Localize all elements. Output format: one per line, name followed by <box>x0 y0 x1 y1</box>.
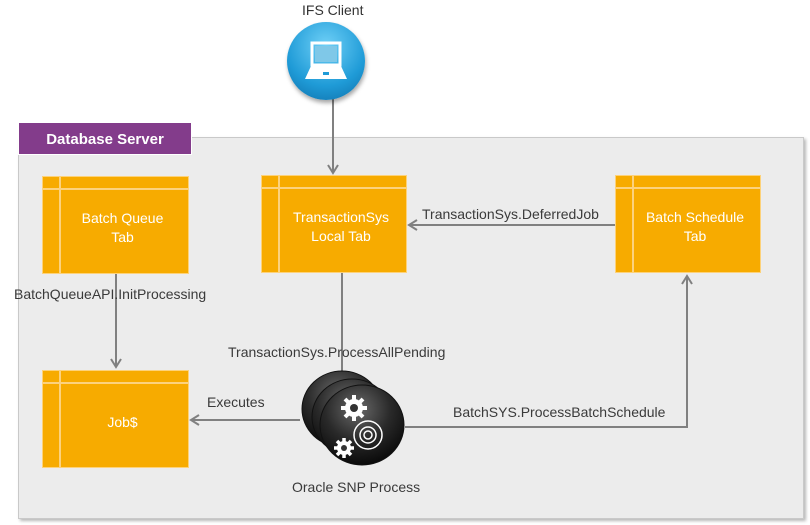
job-tab-label: Job$ <box>107 413 138 430</box>
gears-icon <box>301 370 405 466</box>
snp-process-node[interactable] <box>298 367 408 475</box>
label-deferred-job: TransactionSys.DeferredJob <box>422 206 599 222</box>
transaction-local-tab-label: TransactionSys Local Tab <box>293 209 389 244</box>
snp-process-label: Oracle SNP Process <box>292 479 421 495</box>
transaction-local-tab[interactable]: TransactionSys Local Tab <box>261 175 407 273</box>
label-init-processing: BatchQueueAPI.InitProcessing <box>14 286 207 302</box>
batch-queue-tab-label: Batch Queue Tab <box>81 210 164 245</box>
client-label: IFS Client <box>302 2 364 18</box>
label-executes: Executes <box>207 394 265 410</box>
batch-schedule-tab[interactable]: Batch Schedule Tab <box>615 175 761 273</box>
label-process-all-pending: TransactionSys.ProcessAllPending <box>228 344 446 360</box>
job-tab[interactable]: Job$ <box>42 370 189 468</box>
laptop-icon <box>305 41 347 79</box>
label-process-batch-schedule: BatchSYS.ProcessBatchSchedule <box>453 404 666 420</box>
client-node[interactable] <box>287 22 365 100</box>
batch-schedule-tab-label: Batch Schedule Tab <box>645 209 745 244</box>
database-server-label: Database Server <box>18 122 192 155</box>
batch-queue-tab[interactable]: Batch Queue Tab <box>42 176 189 274</box>
edge-process-batch-schedule <box>405 274 693 428</box>
